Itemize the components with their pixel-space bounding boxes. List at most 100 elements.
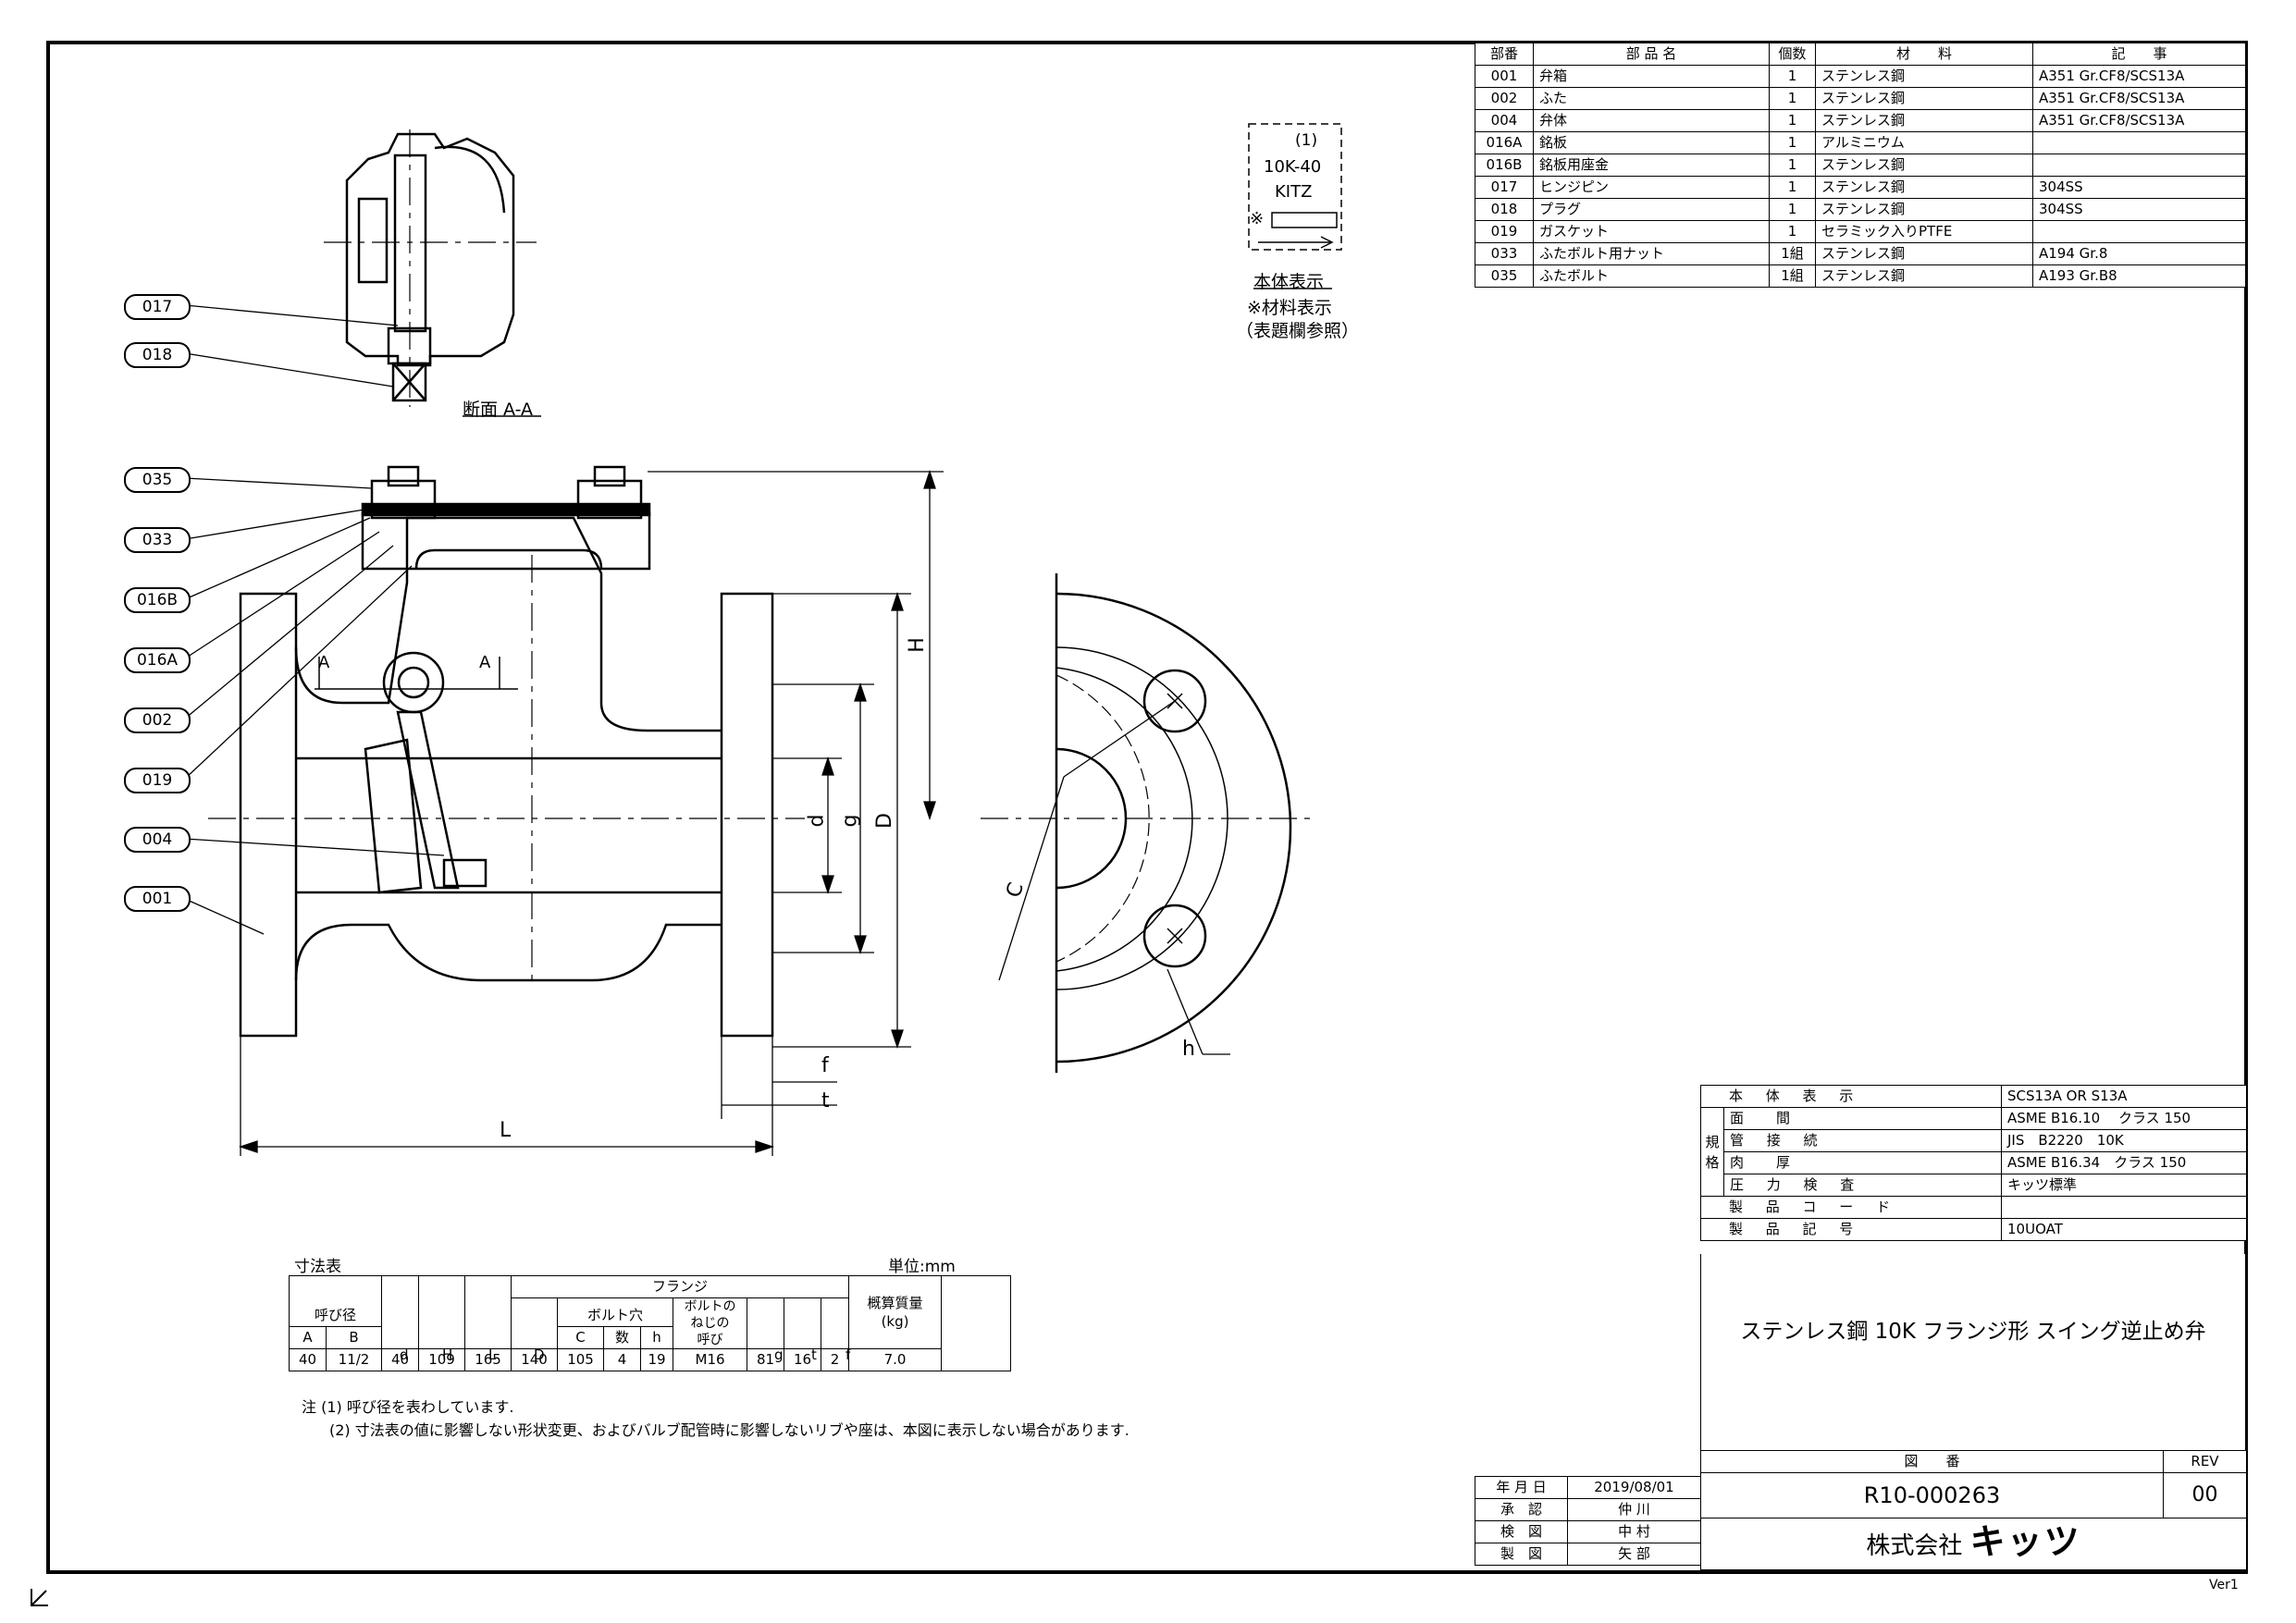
parts-header-row: 部番 部 品 名 個数 材 料 記 事 (1475, 43, 2246, 66)
part-no: 019 (1475, 220, 1534, 243)
dim-label-h-small: h (1182, 1038, 1195, 1061)
section-mark-left: A (318, 653, 330, 672)
company-cell: 株式会社 キッツ (1700, 1518, 2247, 1570)
part-no: 016A (1475, 131, 1534, 154)
spec-label: 製 品 記 号 (1700, 1218, 2002, 1241)
drawing-no: R10-000263 (1700, 1472, 2164, 1518)
callout-001: 001 (124, 886, 191, 912)
part-name: ふた (1533, 87, 1770, 110)
part-name: ふたボルト (1533, 264, 1770, 288)
dim-label-f: f (821, 1054, 829, 1077)
val-a: 40 (289, 1348, 327, 1371)
callout-018: 018 (124, 342, 191, 368)
part-name: ガスケット (1533, 220, 1770, 243)
part-material: ステンレス鋼 (1815, 198, 2033, 221)
dim-label-d: d (805, 814, 829, 828)
marking-size: 10K-40 (1264, 157, 1322, 177)
marking-caption: 本体表示 (1253, 272, 1325, 292)
part-no: 018 (1475, 198, 1534, 221)
spec-label: 管 接 続 (1723, 1129, 2002, 1152)
part-remark: A351 Gr.CF8/SCS13A (2032, 87, 2246, 110)
val-d: 40 (381, 1348, 420, 1371)
approval-label: 製 図 (1475, 1543, 1568, 1566)
part-qty: 1 (1769, 220, 1816, 243)
part-qty: 1 (1769, 176, 1816, 199)
part-material: ステンレス鋼 (1815, 109, 2033, 132)
part-qty: 1 (1769, 109, 1816, 132)
spec-value: ASME B16.10 クラス 150 (2001, 1107, 2247, 1130)
val-thread: M16 (673, 1348, 748, 1371)
dim-table-unit: 単位:mm (888, 1258, 956, 1276)
part-material: ステンレス鋼 (1815, 65, 2033, 88)
approval-value: 2019/08/01 (1567, 1476, 1701, 1499)
val-c: 105 (557, 1348, 605, 1371)
parts-header-name: 部 品 名 (1533, 43, 1770, 66)
part-name: 銘板 (1533, 131, 1770, 154)
col-h-body: H (442, 1346, 453, 1363)
blank-cell (784, 1297, 822, 1349)
part-qty: 1 (1769, 131, 1816, 154)
parts-header-qty: 個数 (1769, 43, 1816, 66)
marking-note: (1) (1295, 131, 1318, 150)
dimension-table: 呼び径 フランジ 概算質量 (kg) ボルト穴 ボルトの ねじの 呼び A B … (288, 1275, 1012, 1371)
spec-value (2001, 1196, 2247, 1219)
part-material: ステンレス鋼 (1815, 154, 2033, 177)
dim-label-t: t (821, 1089, 830, 1113)
part-no: 035 (1475, 264, 1534, 288)
nominal-header: 呼び径 (288, 1275, 383, 1327)
col-a: A (289, 1326, 327, 1349)
section-aa-view (324, 129, 537, 407)
part-material: アルミニウム (1815, 131, 2033, 154)
part-name: ヒンジピン (1533, 176, 1770, 199)
note-2: (2) 寸法表の値に影響しない形状変更、およびバルブ配管時に影響しないリブや座は… (329, 1421, 1129, 1439)
spec-label: 面 間 (1723, 1107, 2002, 1130)
spec-group-label: 規 格 (1700, 1107, 1724, 1197)
approval-value: 中 村 (1567, 1520, 1701, 1543)
col-f: f (846, 1346, 851, 1363)
bolt-hole-header: ボルト穴 (557, 1297, 674, 1327)
approval-label: 検 図 (1475, 1520, 1568, 1543)
marking-plate (1248, 123, 1342, 251)
val-t: 16 (784, 1348, 822, 1371)
flange-end-view (981, 573, 1314, 1073)
table-row: 製 図矢 部 (1475, 1543, 1701, 1566)
dim-label-g: g (838, 814, 862, 828)
spec-value: JIS B2220 10K (2001, 1129, 2247, 1152)
approval-value: 矢 部 (1567, 1543, 1701, 1566)
val-h: 109 (418, 1348, 466, 1371)
spec-value: キッツ標準 (2001, 1174, 2247, 1197)
rev-value: 00 (2163, 1472, 2247, 1518)
corner-mark (31, 1589, 48, 1606)
dim-label-h: H (905, 637, 929, 653)
callout-019: 019 (124, 768, 191, 793)
col-g: g (774, 1346, 784, 1363)
part-qty: 1 (1769, 154, 1816, 177)
part-material: ステンレス鋼 (1815, 176, 2033, 199)
val-l: 165 (464, 1348, 512, 1371)
spec-label: 本 体 表 示 (1700, 1085, 2002, 1108)
spec-label: 圧 力 検 査 (1723, 1174, 2002, 1197)
blank-cell (381, 1275, 420, 1349)
blank-cell (418, 1275, 466, 1349)
sheet-border (46, 41, 2248, 1574)
val-count: 4 (603, 1348, 642, 1371)
blank-cell (941, 1275, 1012, 1371)
part-no: 017 (1475, 176, 1534, 199)
table-row: 40 11/2 40 109 165 140 105 4 19 M16 81 1… (289, 1348, 1011, 1371)
drawing-title: ステンレス鋼 10K フランジ形 スイング逆止め弁 (1740, 1320, 2206, 1344)
